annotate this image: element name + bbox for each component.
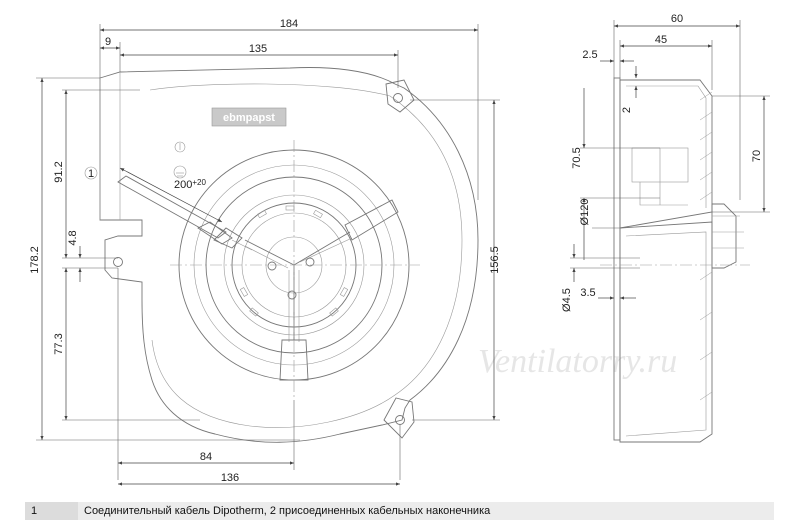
dim-hole-offset: 4.8 [67, 230, 79, 245]
side-view [600, 77, 750, 443]
dim-inlet-offset: 9 [105, 36, 111, 48]
dim-right-height: 156.5 [489, 246, 501, 274]
dim-overall-width: 184 [280, 18, 298, 30]
front-dimensions: 184 9 135 178.2 91.2 4.8 77.3 156.5 [29, 18, 501, 486]
dim-housing-depth: 45 [655, 34, 667, 46]
legend-number: 1 [25, 502, 78, 520]
legend-text: Соединительный кабель Dipotherm, 2 присо… [78, 502, 774, 520]
legend-bar: 1 Соединительный кабель Dipotherm, 2 при… [25, 502, 774, 520]
housing-outline [99, 67, 479, 443]
dim-height-left: 70.5 [571, 147, 583, 168]
dim-bottom-left: 84 [200, 451, 212, 463]
front-view: ebmpapst [99, 67, 479, 443]
dim-inlet-to-mount: 135 [249, 43, 267, 55]
dim-upper-height: 91.2 [53, 161, 65, 182]
dim-height-right: 70 [751, 150, 763, 162]
dim-lip: 2 [621, 107, 633, 113]
dim-hole-dia: Ø4.5 [561, 288, 573, 312]
dim-lower-height: 77.3 [53, 333, 65, 354]
dim-flange: 2.5 [582, 49, 597, 61]
watermark: Ventilatorry.ru [478, 343, 677, 380]
dim-overall-depth: 60 [671, 13, 683, 25]
dim-diameter: Ø120 [579, 199, 591, 226]
dim-bottom-total: 136 [221, 472, 239, 484]
dim-hole-offset-side: 3.5 [580, 287, 595, 299]
dim-overall-height: 178.2 [29, 246, 41, 274]
cable-length: 200+20 [174, 178, 206, 191]
brand-logo: ebmpapst [223, 112, 275, 124]
callout-1: 1 [88, 168, 94, 180]
side-dimensions: 60 45 2.5 2 70.5 70 Ø120 Ø4.5 [561, 13, 770, 312]
